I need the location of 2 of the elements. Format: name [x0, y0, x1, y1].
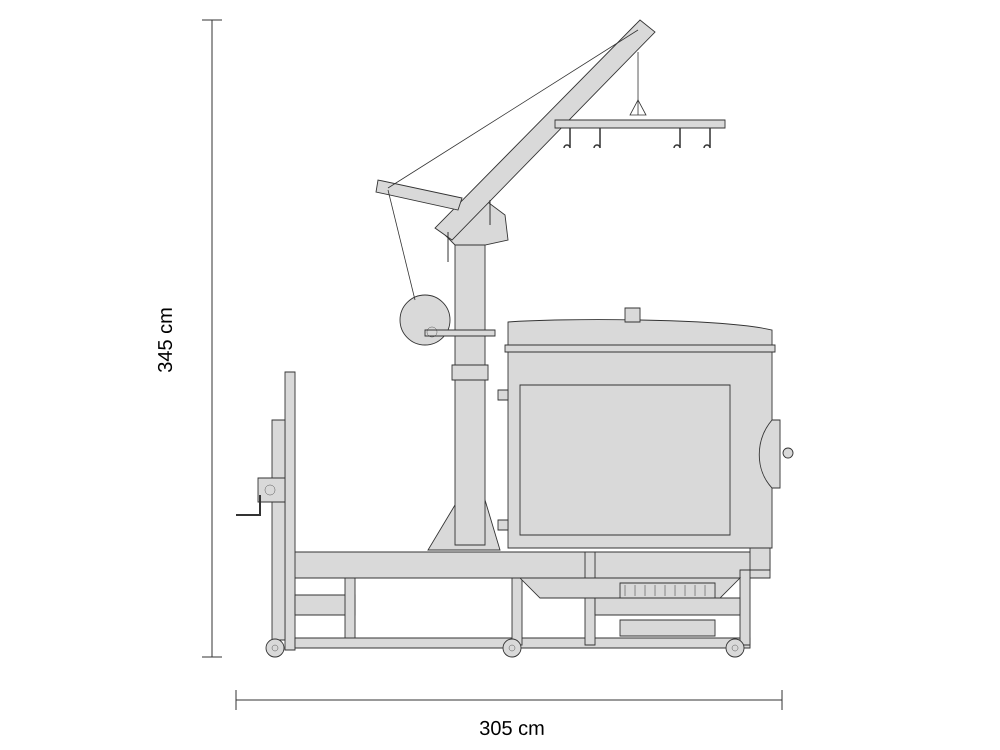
dimension-label: 345 cm: [158, 308, 172, 372]
dimension-label: 305 cm: [480, 720, 544, 736]
